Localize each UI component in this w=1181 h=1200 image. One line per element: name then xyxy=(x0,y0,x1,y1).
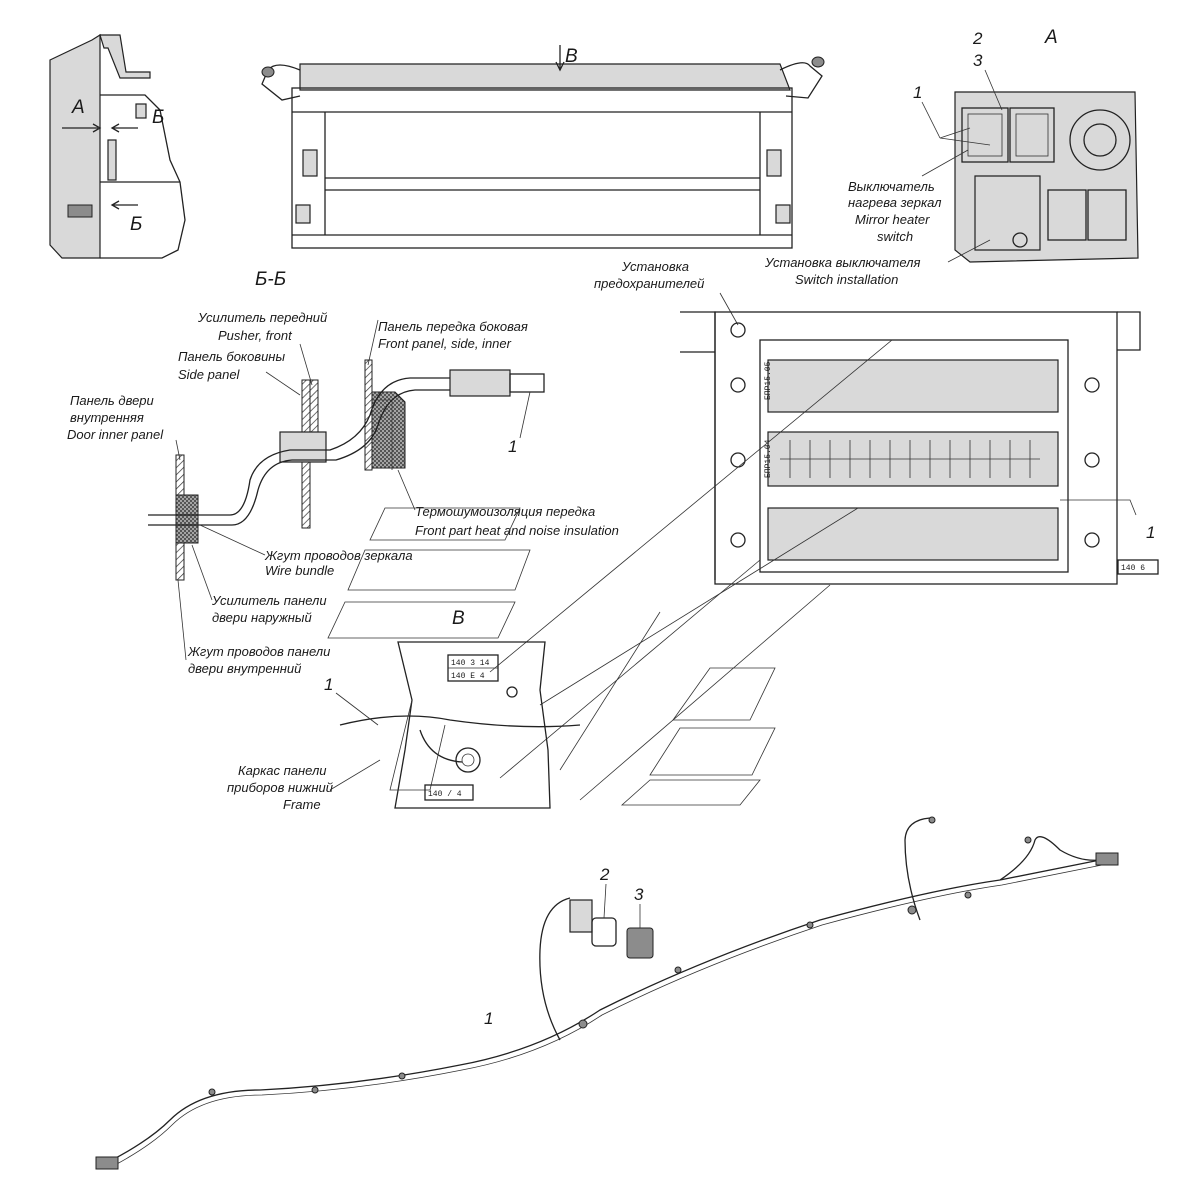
side-view-label-b2: Б xyxy=(130,214,142,235)
front-panel-en: Front panel, side, inner xyxy=(378,336,512,351)
side-view-label-b1: Б xyxy=(152,107,164,128)
mirror-heater-en-1: Mirror heater xyxy=(855,212,930,227)
mirror-heater-en-2: switch xyxy=(877,229,913,244)
fuse-install-ru-2: предохранителей xyxy=(594,276,704,291)
pusher-en: Pusher, front xyxy=(218,328,293,343)
view-a-title: А xyxy=(1044,27,1058,48)
mirror-heater-ru-1: Выключатель xyxy=(848,179,935,194)
section-bb: Б-Б 1 Усилитель передний Pusher, front П… xyxy=(67,269,619,676)
side-panel-en: Side panel xyxy=(178,367,241,382)
pusher-ru: Усилитель передний xyxy=(197,310,327,325)
panel-tag-3: 140 / 4 xyxy=(428,790,462,799)
mirror-heater-ru-2: нагрева зеркал xyxy=(848,195,942,210)
view-a-switch-panel: А 2 3 1 Выключатель нагрева зеркал Mirro… xyxy=(764,27,1139,287)
callout-2-top: 2 xyxy=(972,29,983,48)
callout-2-harness: 2 xyxy=(599,865,610,884)
door-harness-ru-2: двери внутренний xyxy=(188,661,301,676)
wire-harness-assembly: 2 3 1 xyxy=(95,816,1119,1170)
insulation-ru: Термошумоизоляция передка xyxy=(415,504,595,519)
fuse-installation-view: Установка предохранителей БПР15.05 БПР15… xyxy=(594,259,1159,585)
door-inner-en: Door inner panel xyxy=(67,427,164,442)
side-view: А Б Б xyxy=(49,33,186,259)
frame-ru-2: приборов нижний xyxy=(227,780,333,795)
callout-3-top: 3 xyxy=(973,51,983,70)
projection-planes xyxy=(327,339,893,806)
top-view-label-v: В xyxy=(565,46,578,67)
front-panel-ru: Панель передка боковая xyxy=(378,319,528,334)
view-v-title: В xyxy=(452,608,465,629)
panel-tag-2: 140 E 4 xyxy=(451,672,485,681)
switch-install-en: Switch installation xyxy=(795,272,898,287)
door-outer-ru-1: Усилитель панели xyxy=(211,593,327,608)
callout-1-section: 1 xyxy=(508,437,517,456)
view-v-frame: В 140 3 14 140 E 4 140 / 4 1 Каркас пане… xyxy=(227,608,581,812)
callout-1-panel: 1 xyxy=(324,675,333,694)
fuse-install-ru-1: Установка xyxy=(621,259,689,274)
frame-en: Frame xyxy=(283,797,321,812)
wire-bundle-ru: Жгут проводов зеркала xyxy=(264,548,413,563)
panel-tag-1: 140 3 14 xyxy=(451,659,490,668)
callout-1-top: 1 xyxy=(913,83,922,102)
fuse-block-2-label: БПР15.04 xyxy=(764,439,773,478)
callout-1-harness: 1 xyxy=(484,1009,493,1028)
side-panel-ru: Панель боковины xyxy=(178,349,285,364)
door-outer-ru-2: двери наружный xyxy=(212,610,312,625)
callout-1-fuse: 1 xyxy=(1146,523,1155,542)
callout-3-harness: 3 xyxy=(634,885,644,904)
section-bb-title: Б-Б xyxy=(255,269,286,290)
fuse-block-1-label: БПР15.05 xyxy=(764,361,773,400)
insulation-en: Front part heat and noise insulation xyxy=(415,523,619,538)
dashboard-front-view: В xyxy=(261,45,825,249)
switch-install-ru: Установка выключателя xyxy=(764,255,921,270)
door-inner-ru-1: Панель двери xyxy=(70,393,154,408)
wire-bundle-en: Wire bundle xyxy=(265,563,334,578)
frame-ru-1: Каркас панели xyxy=(238,763,327,778)
door-harness-ru-1: Жгут проводов панели xyxy=(187,644,330,659)
fuse-tag: 140 6 xyxy=(1121,564,1145,573)
door-inner-ru-2: внутренняя xyxy=(70,410,144,425)
side-view-label-a: А xyxy=(71,97,85,118)
